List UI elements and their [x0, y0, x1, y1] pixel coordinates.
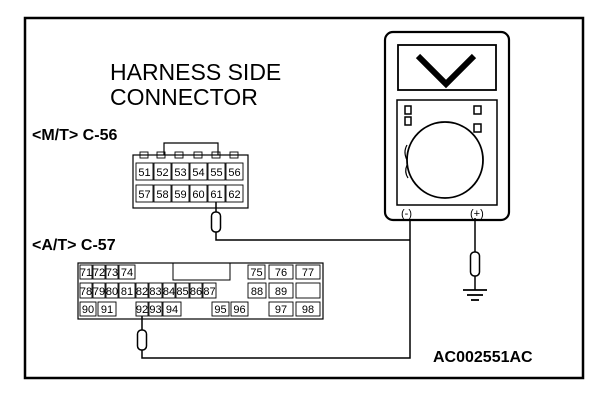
connector-c56: 51 52 53 54 55 56 57 58 59 60 61 62	[132, 142, 249, 209]
c57-pin: 72	[93, 267, 105, 279]
c57-pin: 90	[82, 304, 94, 316]
c57-pin: 78	[80, 286, 92, 298]
c57-pin: 91	[101, 304, 113, 316]
c57-pin: 71	[80, 267, 92, 279]
c57-pin: 83	[149, 286, 161, 298]
c57-pin: 74	[121, 267, 133, 279]
c57-pin: 97	[275, 304, 287, 316]
c57-pin: 84	[163, 286, 175, 298]
meter-terminal-positive: (+)	[470, 208, 484, 220]
range-dial	[406, 121, 484, 199]
c57-pin: 85	[176, 286, 188, 298]
c56-pin: 52	[156, 167, 168, 179]
c57-pin: 75	[250, 267, 262, 279]
c56-pin: 54	[192, 167, 204, 179]
c56-pin: 53	[174, 167, 186, 179]
c57-pin: 94	[166, 304, 178, 316]
meter-button	[473, 123, 482, 133]
c57-pin: 73	[106, 267, 118, 279]
c57-pin: 86	[190, 286, 202, 298]
ground-icon	[463, 289, 487, 301]
c57-pin: 88	[251, 286, 263, 298]
connector-c57: 71 72 73 74 75 76 77 78 79 80 81 82 83 8…	[77, 262, 324, 320]
c56-pin: 58	[156, 189, 168, 201]
c57-pin: 92	[136, 304, 148, 316]
multimeter: (-) (+)	[383, 30, 511, 222]
c57-pin: 80	[106, 286, 118, 298]
mt-connector-label: <M/T> C-56	[32, 127, 117, 144]
meter-terminal-negative: (-)	[401, 208, 412, 220]
c57-pin: 76	[275, 267, 287, 279]
c57-pin: 98	[302, 304, 314, 316]
diagram-frame	[23, 16, 585, 380]
probe-c56	[210, 202, 410, 241]
c56-pin: 56	[228, 167, 240, 179]
c57-pin: 93	[149, 304, 161, 316]
figure-code: AC002551AC	[433, 349, 533, 366]
c57-pin: 87	[203, 286, 215, 298]
at-connector-label: <A/T> C-57	[32, 237, 116, 254]
c56-pin: 55	[210, 167, 222, 179]
c57-pin: 77	[302, 267, 314, 279]
title-line-1: HARNESS SIDE	[110, 59, 281, 85]
meter-button	[473, 105, 482, 115]
c57-pin: 82	[136, 286, 148, 298]
title-line-2: CONNECTOR	[110, 84, 258, 110]
c56-pin: 60	[192, 189, 204, 201]
c57-pin: 96	[233, 304, 245, 316]
probe-ground	[469, 218, 481, 290]
c56-pin: 57	[138, 189, 150, 201]
c57-pin: 81	[121, 286, 133, 298]
meter-button	[404, 105, 412, 115]
c56-pin: 51	[138, 167, 150, 179]
voltage-symbol-icon	[415, 53, 477, 89]
c56-pin: 61	[210, 189, 222, 201]
c57-pin: 89	[275, 286, 287, 298]
c57-pin: 79	[93, 286, 105, 298]
c56-pin: 59	[174, 189, 186, 201]
c56-pin: 62	[228, 189, 240, 201]
probe-c57	[136, 218, 411, 359]
c57-pin: 95	[214, 304, 226, 316]
meter-button	[404, 116, 412, 126]
